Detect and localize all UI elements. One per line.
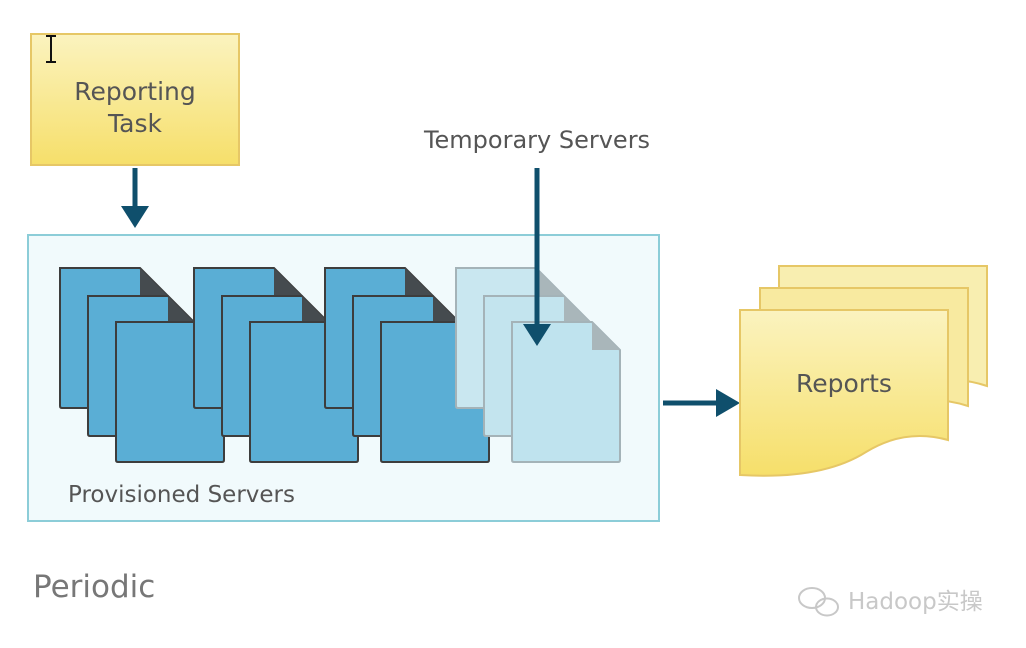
reporting-task-label-line1: Reporting	[74, 77, 196, 106]
temporary-servers-label: Temporary Servers	[423, 126, 650, 154]
reporting-task-label-line2: Task	[107, 109, 162, 138]
arrow-task-to-servers	[121, 168, 149, 228]
reports-documents: Reports	[739, 265, 988, 477]
reporting-task-note: Reporting Task	[30, 33, 240, 166]
reports-label: Reports	[796, 369, 892, 398]
text-cursor-icon	[46, 35, 56, 63]
wechat-icon	[798, 587, 839, 617]
periodic-label: Periodic	[33, 569, 155, 605]
watermark: Hadoop实操	[798, 587, 983, 617]
arrow-servers-to-reports	[663, 389, 740, 417]
arrow-temporary-to-stack	[523, 168, 551, 346]
provisioned-servers-label: Provisioned Servers	[68, 482, 295, 508]
watermark-text: Hadoop实操	[848, 589, 983, 615]
